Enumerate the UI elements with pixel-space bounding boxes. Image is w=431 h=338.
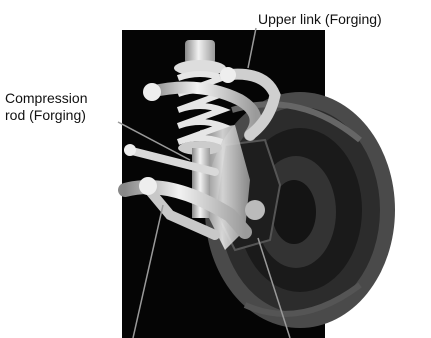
compression-rod-label-line1: Compression (5, 90, 87, 107)
upper-link-label: Upper link (Forging) (258, 11, 382, 28)
compression-rod-label: Compression rod (Forging) (5, 90, 87, 124)
compression-rod-label-line2: rod (Forging) (5, 107, 87, 124)
